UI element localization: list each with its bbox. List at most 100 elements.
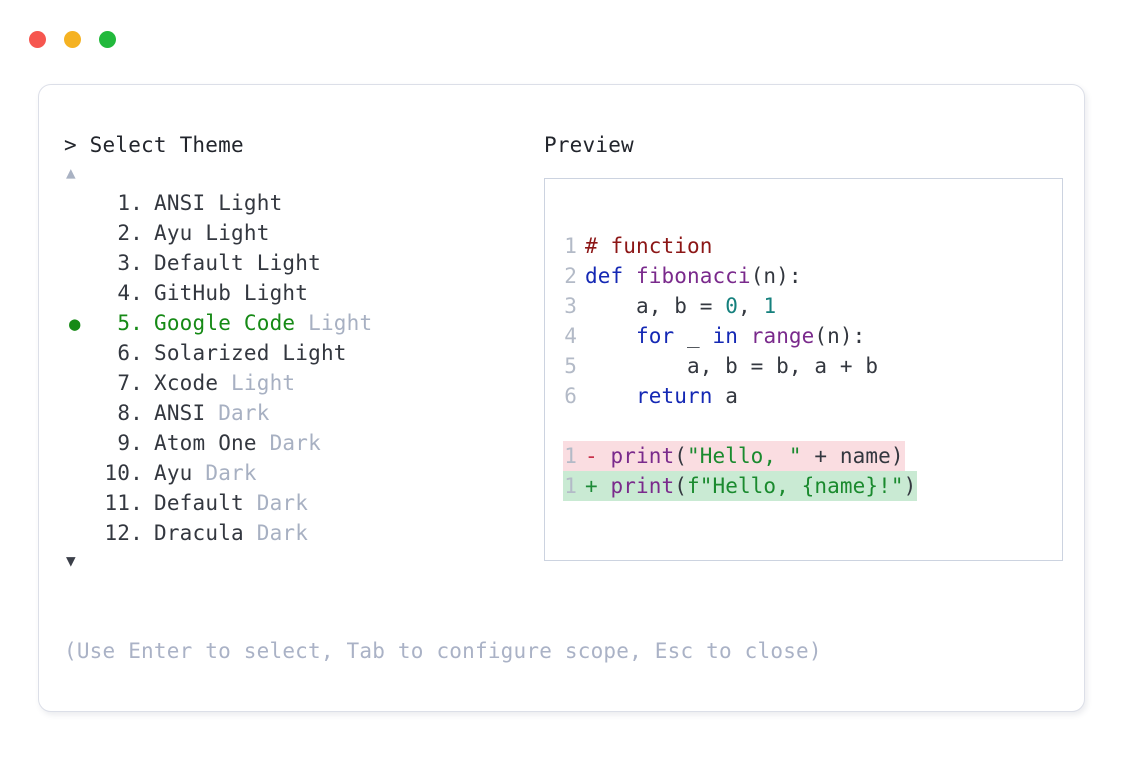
theme-item-variant: Dark [205, 401, 270, 425]
theme-item-name: Google Code [154, 311, 296, 335]
theme-item-name: ANSI [154, 401, 206, 425]
theme-item-name: Default Light [154, 251, 321, 275]
code-token: fibonacci [635, 264, 751, 288]
theme-list-item[interactable]: 4. GitHub Light [64, 278, 534, 308]
theme-item-name: ANSI Light [154, 191, 283, 215]
code-token: def [585, 264, 636, 288]
code-token: ( [674, 444, 687, 468]
code-text: # function [577, 231, 712, 261]
line-number: 5 [564, 354, 577, 378]
theme-item-name: GitHub Light [154, 281, 309, 305]
code-text: for _ in range(n): [577, 321, 865, 351]
theme-item-number: 12. [104, 521, 143, 545]
code-token [738, 324, 751, 348]
theme-item-number: 9. [117, 431, 143, 455]
theme-list-item[interactable]: 3. Default Light [64, 248, 534, 278]
code-token: range [750, 324, 815, 348]
theme-list-item[interactable]: 8.ANSI Dark [64, 398, 534, 428]
code-token [585, 324, 636, 348]
theme-item-variant: Light [295, 311, 373, 335]
code-token: _ [674, 324, 713, 348]
theme-item-name: Ayu [154, 461, 193, 485]
code-line: 3 a, b = 0, 1 [563, 291, 1056, 321]
code-text: a, b = b, a + b [577, 351, 878, 381]
code-token: return [635, 384, 713, 408]
theme-item-name: Xcode [154, 371, 219, 395]
code-token: # function [585, 234, 713, 258]
theme-list-item[interactable]: 10. Ayu Dark [64, 458, 534, 488]
theme-item-number: 10. [104, 461, 143, 485]
theme-list-item[interactable]: 12. Dracula Dark [64, 518, 534, 548]
theme-selector-card: > Select Theme ▲ 1. ANSI Light 2. Ayu Light… [38, 84, 1085, 712]
theme-item-number: 6. [117, 341, 143, 365]
line-number: 2 [564, 264, 577, 288]
code-token: in [712, 324, 738, 348]
theme-item-number: 2. [117, 221, 143, 245]
scroll-up-icon[interactable]: ▲ [66, 163, 76, 182]
theme-item-number: 3. [117, 251, 143, 275]
theme-list-item[interactable]: ●5.Google Code Light [64, 308, 534, 338]
theme-list: 1. ANSI Light 2. Ayu Light 3. Default Light 4.… [64, 188, 534, 548]
theme-list-item[interactable]: 1. ANSI Light [64, 188, 534, 218]
diff-sign: + [585, 474, 611, 498]
theme-item-name: Solarized Light [154, 341, 347, 365]
code-token: , [737, 294, 764, 318]
theme-item-number: 5. [117, 311, 143, 335]
theme-item-variant: Dark [243, 491, 309, 515]
code-token: print [610, 444, 675, 468]
theme-item-variant: Light [218, 371, 296, 395]
line-number: 4 [564, 324, 577, 348]
code-token: print [610, 474, 675, 498]
close-icon[interactable] [29, 31, 46, 48]
theme-item-number: 4. [117, 281, 143, 305]
line-number: 3 [564, 294, 577, 318]
theme-item-variant: Dark [256, 431, 321, 455]
diff-highlight: 1- print("Hello, " + name) [563, 441, 905, 471]
scroll-down-icon[interactable]: ▼ [66, 551, 76, 570]
code-token: a [712, 384, 738, 408]
code-blank-line [563, 411, 1056, 441]
select-theme-prompt: > Select Theme [64, 133, 244, 157]
code-text: def fibonacci(n): [577, 261, 802, 291]
theme-list-item[interactable]: 7. Xcode Light [64, 368, 534, 398]
theme-list-item[interactable]: 6. Solarized Light [64, 338, 534, 368]
code-token: f"Hello, {name}!" [686, 474, 904, 498]
theme-item-number: 1. [117, 191, 143, 215]
minimize-icon[interactable] [64, 31, 81, 48]
theme-item-name: Atom One [154, 431, 257, 455]
code-token: 1 [763, 294, 777, 318]
code-token: ( [674, 474, 687, 498]
code-token: + name) [801, 444, 904, 468]
window-traffic-lights [29, 31, 116, 48]
theme-list-panel: > Select Theme ▲ 1. ANSI Light 2. Ayu Light… [64, 130, 534, 574]
theme-list-item[interactable]: 2. Ayu Light [64, 218, 534, 248]
diff-line-del: 1- print("Hello, " + name) [563, 441, 1056, 471]
code-line: 1# function [563, 231, 1056, 261]
theme-list-item[interactable]: 11.Default Dark [64, 488, 534, 518]
code-text: + print(f"Hello, {name}!") [577, 471, 917, 501]
code-token: (n): [750, 264, 802, 288]
code-token [585, 384, 636, 408]
code-token: ) [903, 474, 917, 498]
theme-item-variant: Dark [192, 461, 257, 485]
theme-list-item[interactable]: 9. Atom One Dark [64, 428, 534, 458]
theme-item-name: Dracula [154, 521, 244, 545]
code-token: for [635, 324, 675, 348]
diff-highlight: 1+ print(f"Hello, {name}!") [563, 471, 918, 501]
line-number: 1 [564, 444, 577, 468]
code-token: (n): [814, 324, 866, 348]
maximize-icon[interactable] [99, 31, 116, 48]
code-token: "Hello, " [686, 444, 802, 468]
theme-item-variant: Dark [243, 521, 309, 545]
code-line: 5 a, b = b, a + b [563, 351, 1056, 381]
line-number: 6 [564, 384, 577, 408]
theme-item-number: 7. [117, 371, 143, 395]
diff-line-add: 1+ print(f"Hello, {name}!") [563, 471, 1056, 501]
keyboard-hint: (Use Enter to select, Tab to configure s… [64, 639, 822, 663]
theme-item-name: Ayu Light [154, 221, 270, 245]
code-text: return a [577, 381, 738, 411]
